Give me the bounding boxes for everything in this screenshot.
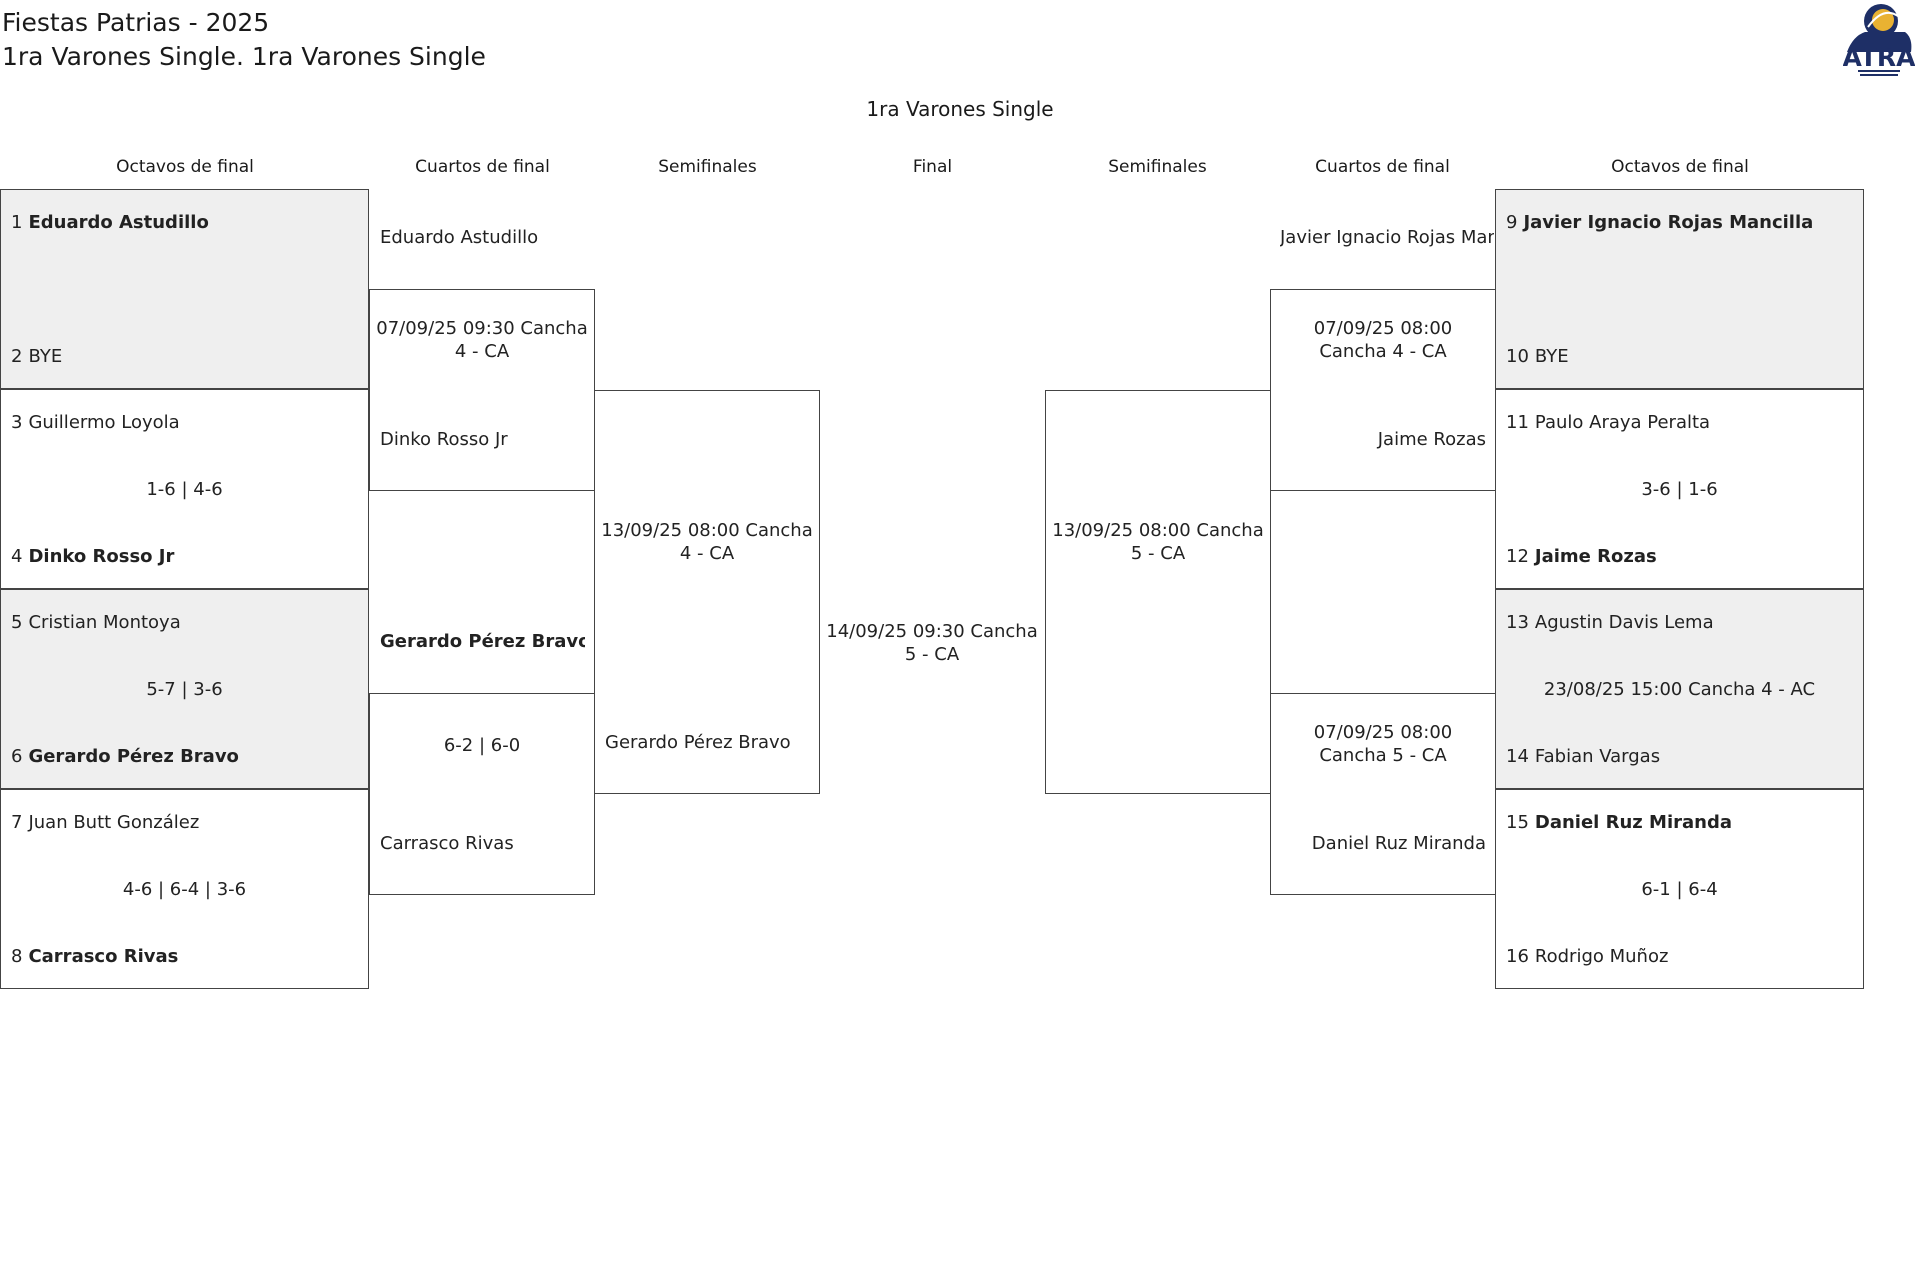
round-label-qf-left: Cuartos de final — [415, 157, 550, 177]
qf-1-info: 07/09/25 09:30 Cancha 4 - CA — [376, 318, 588, 362]
sf-match-1-box[interactable] — [594, 390, 820, 794]
match-result: 4-6 | 6-4 | 3-6 — [122, 879, 247, 900]
qf-1-top-player: Eduardo Astudillo — [380, 227, 539, 248]
sf-1-info: 13/09/25 08:00 Cancha 4 - CA — [601, 520, 813, 564]
qf-2-top-player: Gerardo Pérez Bravo — [380, 631, 585, 652]
page-subtitle: 1ra Varones Single. 1ra Varones Single — [2, 42, 486, 71]
match-result: 5-7 | 3-6 — [146, 679, 223, 700]
round-label-sf-left: Semifinales — [658, 157, 757, 177]
qf-match-4-box[interactable] — [1270, 693, 1496, 895]
match-result: 6-1 | 6-4 — [1641, 879, 1718, 900]
qf-3-top-player: Javier Ignacio Rojas Mancilla — [1280, 227, 1494, 248]
qf-2-info: 6-2 | 6-0 — [443, 735, 521, 756]
match-result: 23/08/25 15:00 Cancha 4 - AC — [1543, 679, 1816, 700]
page-title: Fiestas Patrias - 2025 — [2, 8, 270, 37]
atra-logo: ATRA — [1843, 4, 1915, 76]
round-label-r16-right: Octavos de final — [1611, 157, 1749, 177]
logo-text: ATRA — [1843, 43, 1915, 72]
round-label-r16-left: Octavos de final — [116, 157, 254, 177]
bracket-title: 1ra Varones Single — [866, 97, 1054, 121]
qf-4-bottom-player: Daniel Ruz Miranda — [1311, 833, 1486, 854]
qf-3-info: 07/09/25 08:00 Cancha 4 - CA — [1313, 318, 1453, 362]
match-result: 3-6 | 1-6 — [1641, 479, 1718, 500]
qf-2-bottom-player: Carrasco Rivas — [380, 833, 514, 854]
qf-4-info: 07/09/25 08:00 Cancha 5 - CA — [1313, 722, 1453, 766]
sf-2-info: 13/09/25 08:00 Cancha 5 - CA — [1052, 520, 1264, 564]
match-result: 1-6 | 4-6 — [146, 479, 223, 500]
sf-1-bottom-player: Gerardo Pérez Bravo — [605, 732, 791, 753]
final-info[interactable]: 14/09/25 09:30 Cancha 5 - CA — [826, 621, 1038, 665]
qf-3-bottom-player: Jaime Rozas — [1377, 429, 1486, 450]
qf-1-bottom-player: Dinko Rosso Jr — [380, 429, 508, 450]
round-label-qf-right: Cuartos de final — [1315, 157, 1450, 177]
sf-match-2-box[interactable] — [1045, 390, 1271, 794]
round-label-final: Final — [912, 157, 953, 177]
round-label-sf-right: Semifinales — [1108, 157, 1207, 177]
qf-match-2-box[interactable] — [369, 693, 595, 895]
